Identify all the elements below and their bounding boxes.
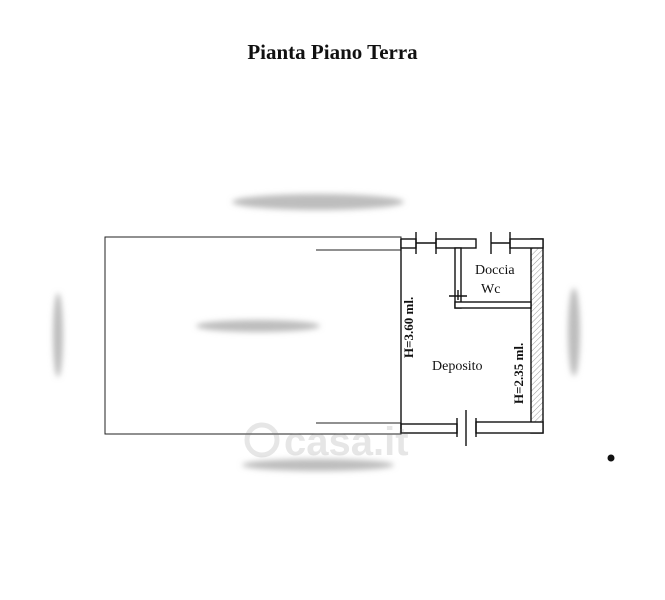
height-label-main: H=3.60 ml. bbox=[401, 297, 416, 358]
open-area-outline bbox=[104, 236, 402, 435]
top-wall-right bbox=[509, 238, 544, 249]
redacted-bottom-label bbox=[242, 459, 394, 471]
watermark-text: casa.it bbox=[284, 420, 409, 464]
redacted-areas bbox=[53, 194, 580, 471]
redacted-center-label bbox=[196, 320, 320, 332]
redacted-right-label bbox=[568, 288, 580, 376]
watermark: casa.it bbox=[244, 420, 409, 464]
top-wall-mid bbox=[435, 238, 477, 249]
top-wall-left bbox=[400, 238, 417, 249]
deposito-building bbox=[400, 232, 544, 446]
bottom-wall-right bbox=[475, 421, 544, 434]
bath-partition-horizontal bbox=[454, 301, 532, 309]
plan-title: Pianta Piano Terra bbox=[247, 40, 418, 64]
marker-dot bbox=[607, 454, 615, 462]
redacted-left-label bbox=[53, 293, 63, 377]
right-wall bbox=[530, 238, 544, 434]
height-label-deposito: H=2.35 ml. bbox=[511, 343, 526, 404]
watermark-logo bbox=[244, 422, 280, 458]
bottom-wall-left bbox=[400, 423, 458, 434]
open-area bbox=[104, 236, 402, 435]
redacted-top-label bbox=[232, 194, 404, 210]
room-label-doccia: Doccia bbox=[475, 263, 515, 278]
room-label-deposito: Deposito bbox=[432, 359, 483, 374]
room-label-wc: Wc bbox=[481, 282, 500, 297]
